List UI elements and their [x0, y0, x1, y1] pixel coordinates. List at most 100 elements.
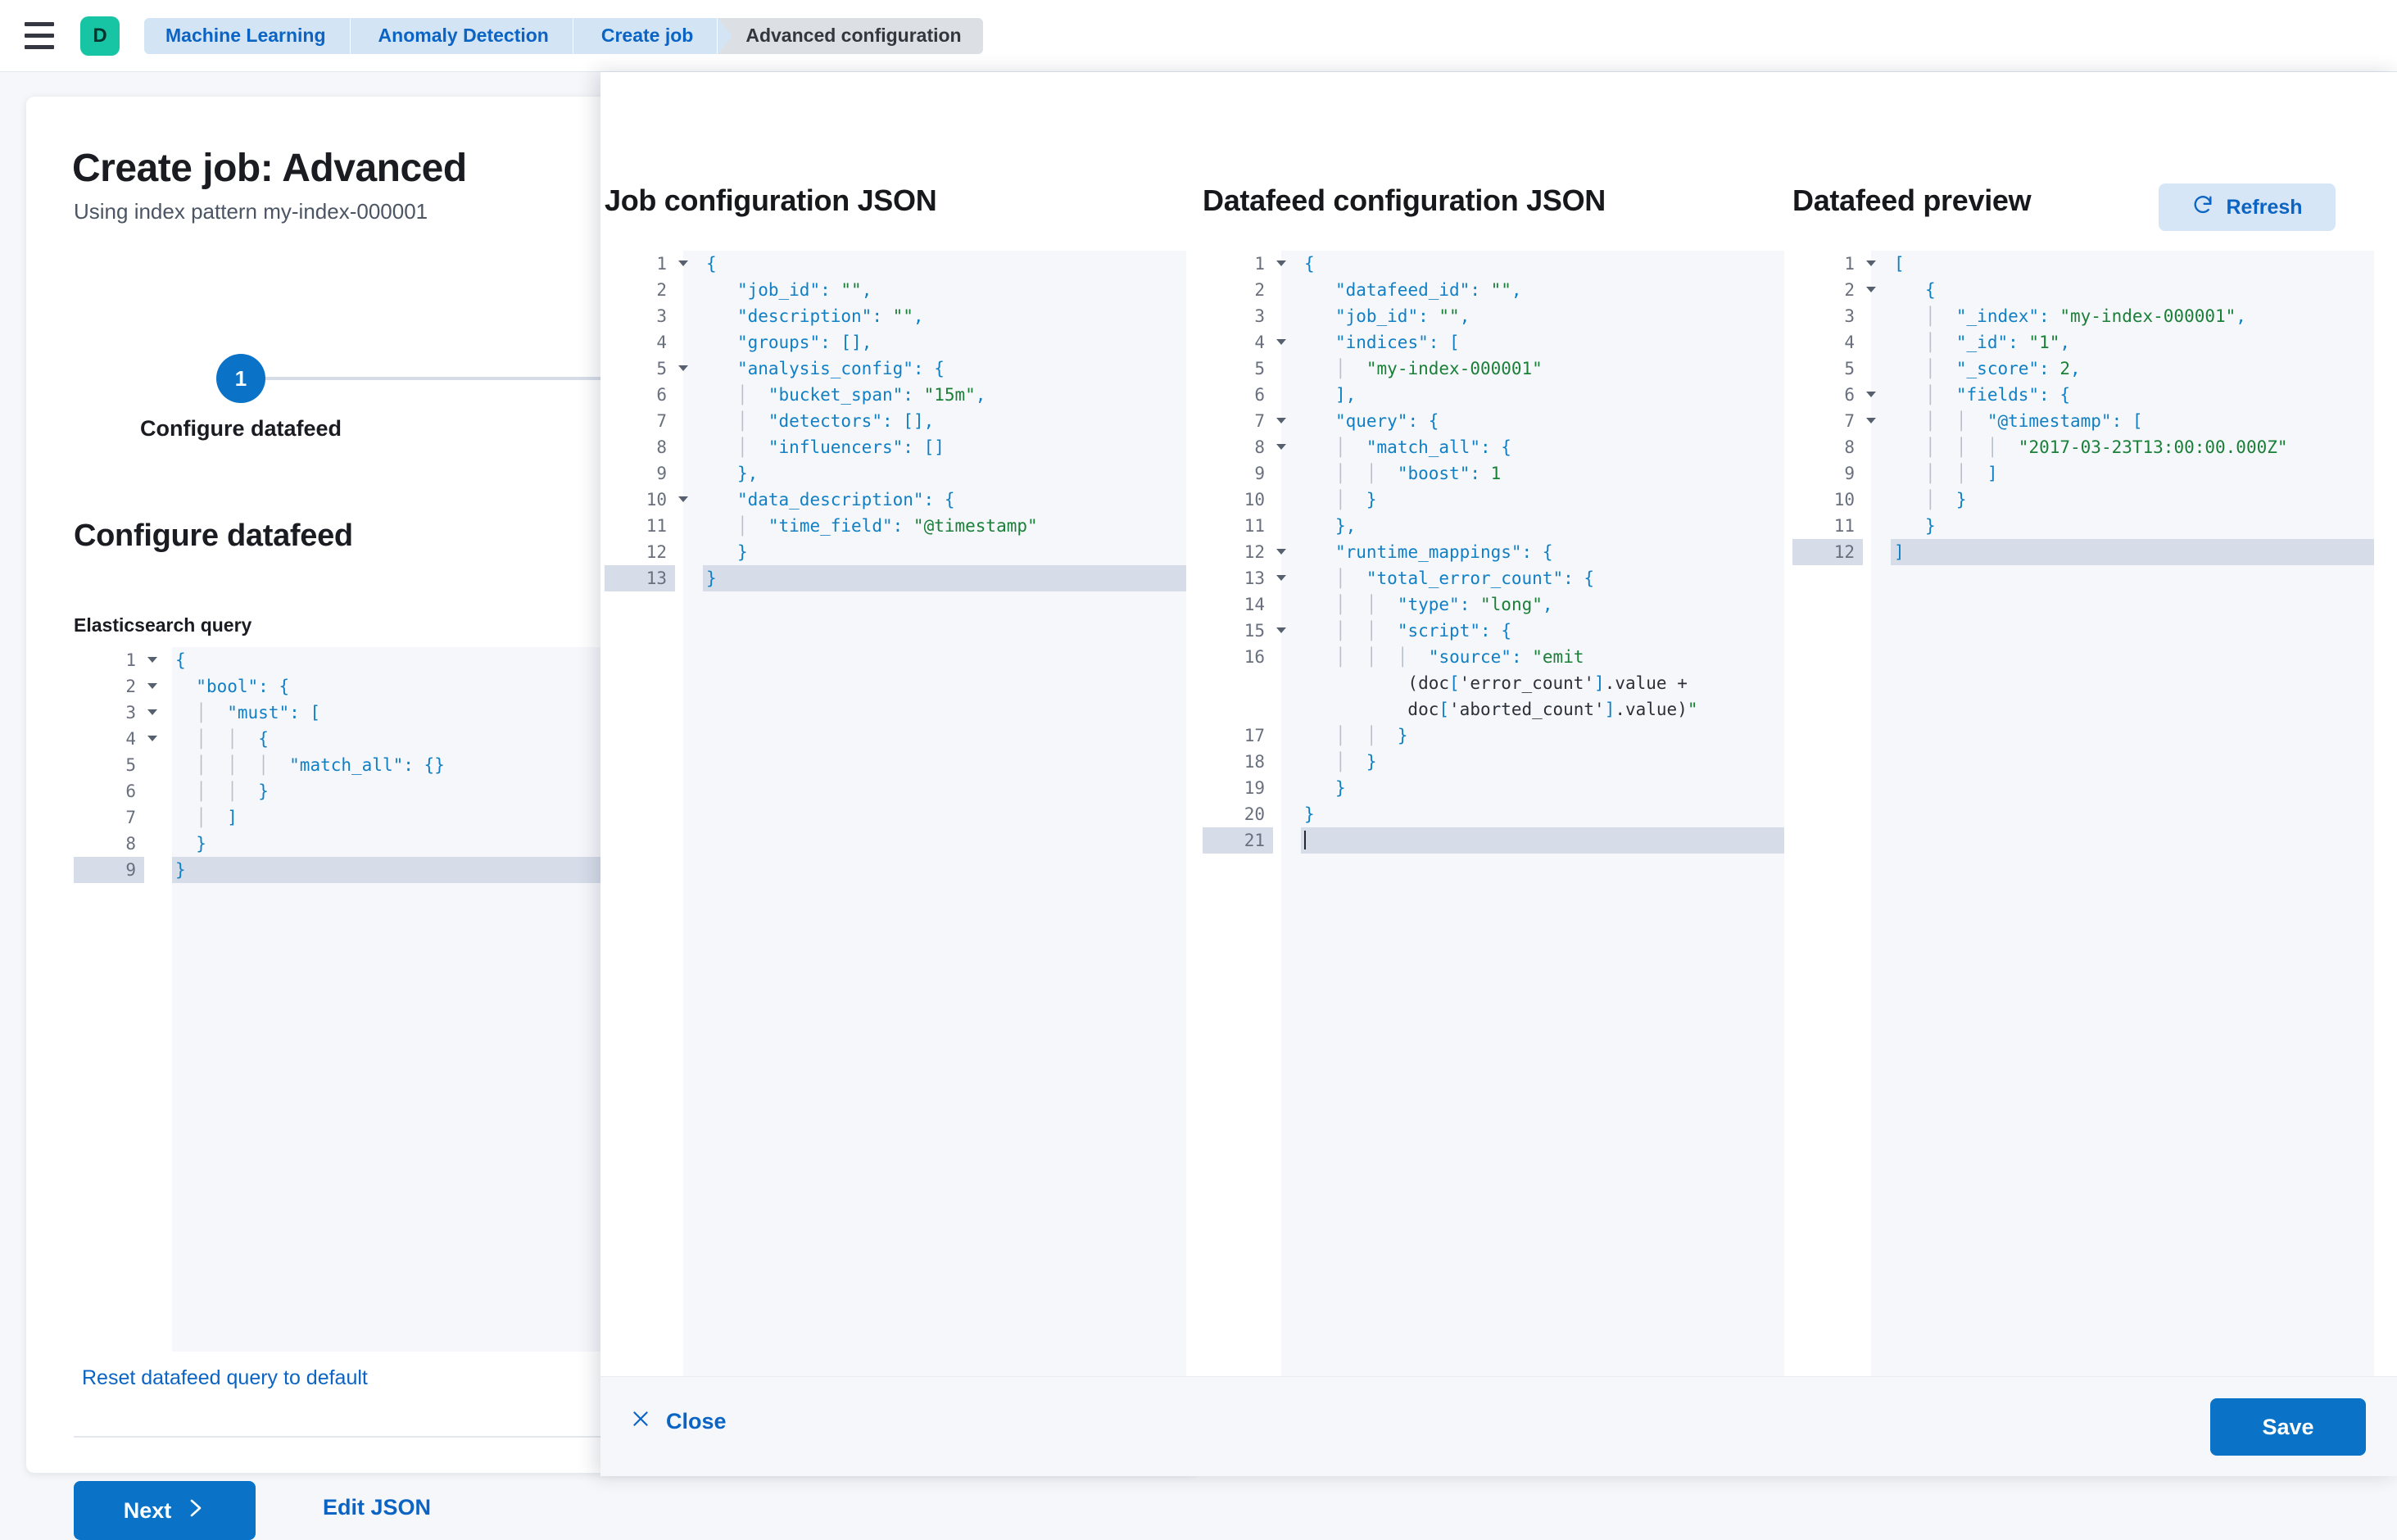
editor-line[interactable]: 6 │ "fields": { [1792, 382, 2374, 408]
breadcrumb-item-anomaly-detection[interactable]: Anomaly Detection [349, 17, 589, 54]
editor-line[interactable]: 4 │ │ { [74, 726, 628, 752]
editor-line[interactable]: 14 │ │ "type": "long", [1203, 591, 1784, 618]
datafeed-preview-editor[interactable]: 1[2 {3 │ "_index": "my-index-000001",4 │… [1792, 251, 2374, 1430]
editor-line[interactable]: 12] [1792, 539, 2374, 565]
editor-line[interactable]: 11 }, [1203, 513, 1784, 539]
editor-line[interactable]: 4 "indices": [ [1203, 329, 1784, 356]
editor-line[interactable]: 3 │ "_index": "my-index-000001", [1792, 303, 2374, 329]
editor-line[interactable]: 7 │ ] [74, 804, 628, 831]
editor-line-number: 7 [605, 408, 675, 434]
editor-line[interactable]: 3 "description": "", [605, 303, 1186, 329]
editor-line[interactable]: 3 │ "must": [ [74, 700, 628, 726]
editor-line[interactable]: 8 │ │ │ "2017-03-23T13:00:00.000Z" [1792, 434, 2374, 460]
editor-line[interactable]: 2 "bool": { [74, 673, 628, 700]
editor-line[interactable]: 17 │ │ } [1203, 722, 1784, 749]
editor-line[interactable]: 5 │ "_score": 2, [1792, 356, 2374, 382]
fold-arrow-icon[interactable] [1866, 392, 1876, 397]
editor-line[interactable]: 4 │ "_id": "1", [1792, 329, 2374, 356]
editor-line[interactable]: 2 { [1792, 277, 2374, 303]
fold-arrow-icon[interactable] [1866, 287, 1876, 292]
editor-line[interactable]: 8 │ "influencers": [] [605, 434, 1186, 460]
refresh-button[interactable]: Refresh [2159, 183, 2336, 231]
editor-line[interactable]: 1{ [74, 647, 628, 673]
editor-line[interactable]: 5 │ │ │ "match_all": {} [74, 752, 628, 778]
fold-arrow-icon[interactable] [1276, 339, 1286, 345]
reset-datafeed-query-link[interactable]: Reset datafeed query to default [82, 1366, 368, 1389]
space-avatar[interactable]: D [80, 16, 120, 56]
editor-line[interactable]: 20} [1203, 801, 1784, 827]
editor-line[interactable]: 1{ [1203, 251, 1784, 277]
stepper-step-1-number[interactable]: 1 [216, 354, 265, 403]
datafeed-configuration-json-editor[interactable]: 1{2 "datafeed_id": "",3 "job_id": "",4 "… [1203, 251, 1784, 1430]
fold-arrow-icon[interactable] [1276, 575, 1286, 581]
editor-line[interactable]: 9 │ │ "boost": 1 [1203, 460, 1784, 487]
close-button[interactable]: Close [630, 1408, 727, 1435]
editor-line[interactable]: 1[ [1792, 251, 2374, 277]
save-button[interactable]: Save [2210, 1398, 2366, 1456]
editor-line[interactable]: 9} [74, 857, 628, 883]
editor-line[interactable]: 10 "data_description": { [605, 487, 1186, 513]
editor-line[interactable]: 5 "analysis_config": { [605, 356, 1186, 382]
editor-rows[interactable]: 1[2 {3 │ "_index": "my-index-000001",4 │… [1792, 251, 2374, 565]
fold-arrow-icon[interactable] [147, 736, 157, 741]
editor-line[interactable]: 6 ], [1203, 382, 1784, 408]
fold-arrow-icon[interactable] [678, 496, 688, 502]
fold-arrow-icon[interactable] [678, 260, 688, 266]
editor-line[interactable]: 2 "job_id": "", [605, 277, 1186, 303]
editor-line[interactable]: 19 } [1203, 775, 1784, 801]
fold-arrow-icon[interactable] [1866, 418, 1876, 424]
editor-line[interactable]: 8 } [74, 831, 628, 857]
editor-line[interactable]: 2 "datafeed_id": "", [1203, 277, 1784, 303]
editor-line-number: 4 [74, 726, 157, 752]
editor-line[interactable]: 11 │ "time_field": "@timestamp" [605, 513, 1186, 539]
fold-arrow-icon[interactable] [1276, 627, 1286, 633]
editor-line[interactable]: 1{ [605, 251, 1186, 277]
editor-line[interactable]: 18 │ } [1203, 749, 1784, 775]
editor-line[interactable]: 7 │ "detectors": [], [605, 408, 1186, 434]
editor-line[interactable]: 6 │ │ } [74, 778, 628, 804]
editor-rows[interactable]: 1{2 "job_id": "",3 "description": "",4 "… [605, 251, 1186, 591]
editor-line[interactable]: 13} [605, 565, 1186, 591]
editor-line[interactable]: 13 │ "total_error_count": { [1203, 565, 1784, 591]
fold-arrow-icon[interactable] [1276, 549, 1286, 555]
editor-line[interactable]: 3 "job_id": "", [1203, 303, 1784, 329]
editor-line[interactable]: 6 │ "bucket_span": "15m", [605, 382, 1186, 408]
elasticsearch-query-editor[interactable]: 1{2 "bool": {3 │ "must": [4 │ │ {5 │ │ │… [74, 647, 628, 1352]
editor-line[interactable]: 16 │ │ │ "source": "emit (doc['error_cou… [1203, 644, 1784, 722]
editor-line[interactable]: 4 "groups": [], [605, 329, 1186, 356]
fold-arrow-icon[interactable] [1276, 260, 1286, 266]
editor-line[interactable]: 11 } [1792, 513, 2374, 539]
fold-arrow-icon[interactable] [147, 657, 157, 663]
editor-rows[interactable]: 1{2 "bool": {3 │ "must": [4 │ │ {5 │ │ │… [74, 647, 628, 883]
editor-rows[interactable]: 1{2 "datafeed_id": "",3 "job_id": "",4 "… [1203, 251, 1784, 854]
fold-arrow-icon[interactable] [147, 709, 157, 715]
editor-line[interactable]: 7 │ │ "@timestamp": [ [1792, 408, 2374, 434]
editor-line[interactable]: 10 │ } [1792, 487, 2374, 513]
next-button[interactable]: Next [74, 1481, 256, 1540]
job-configuration-json-editor[interactable]: 1{2 "job_id": "",3 "description": "",4 "… [605, 251, 1186, 1430]
fold-arrow-icon[interactable] [1276, 444, 1286, 450]
breadcrumb-item-machine-learning[interactable]: Machine Learning [144, 17, 365, 54]
fold-arrow-icon[interactable] [678, 365, 688, 371]
editor-line[interactable]: 12 } [605, 539, 1186, 565]
editor-line[interactable]: 12 "runtime_mappings": { [1203, 539, 1784, 565]
editor-line-code: "query": { [1301, 408, 1784, 434]
fold-arrow-icon[interactable] [147, 683, 157, 689]
editor-line-number: 19 [1203, 775, 1273, 801]
editor-line[interactable]: 9 }, [605, 460, 1186, 487]
editor-line[interactable]: 9 │ │ ] [1792, 460, 2374, 487]
editor-line[interactable]: 15 │ │ "script": { [1203, 618, 1784, 644]
editor-line[interactable]: 21 [1203, 827, 1784, 854]
editor-line-code: │ "time_field": "@timestamp" [703, 513, 1186, 539]
hamburger-menu-icon[interactable] [25, 20, 62, 52]
fold-arrow-icon[interactable] [1276, 418, 1286, 424]
fold-arrow-icon[interactable] [1866, 260, 1876, 266]
editor-line[interactable]: 8 │ "match_all": { [1203, 434, 1784, 460]
editor-line[interactable]: 7 "query": { [1203, 408, 1784, 434]
breadcrumb-item-create-job[interactable]: Create job [572, 17, 733, 54]
editor-line[interactable]: 5 │ "my-index-000001" [1203, 356, 1784, 382]
editor-line[interactable]: 10 │ } [1203, 487, 1784, 513]
editor-line-code: { [703, 251, 1186, 277]
edit-json-link[interactable]: Edit JSON [323, 1495, 432, 1520]
editor-line-code: │ "influencers": [] [703, 434, 1186, 460]
